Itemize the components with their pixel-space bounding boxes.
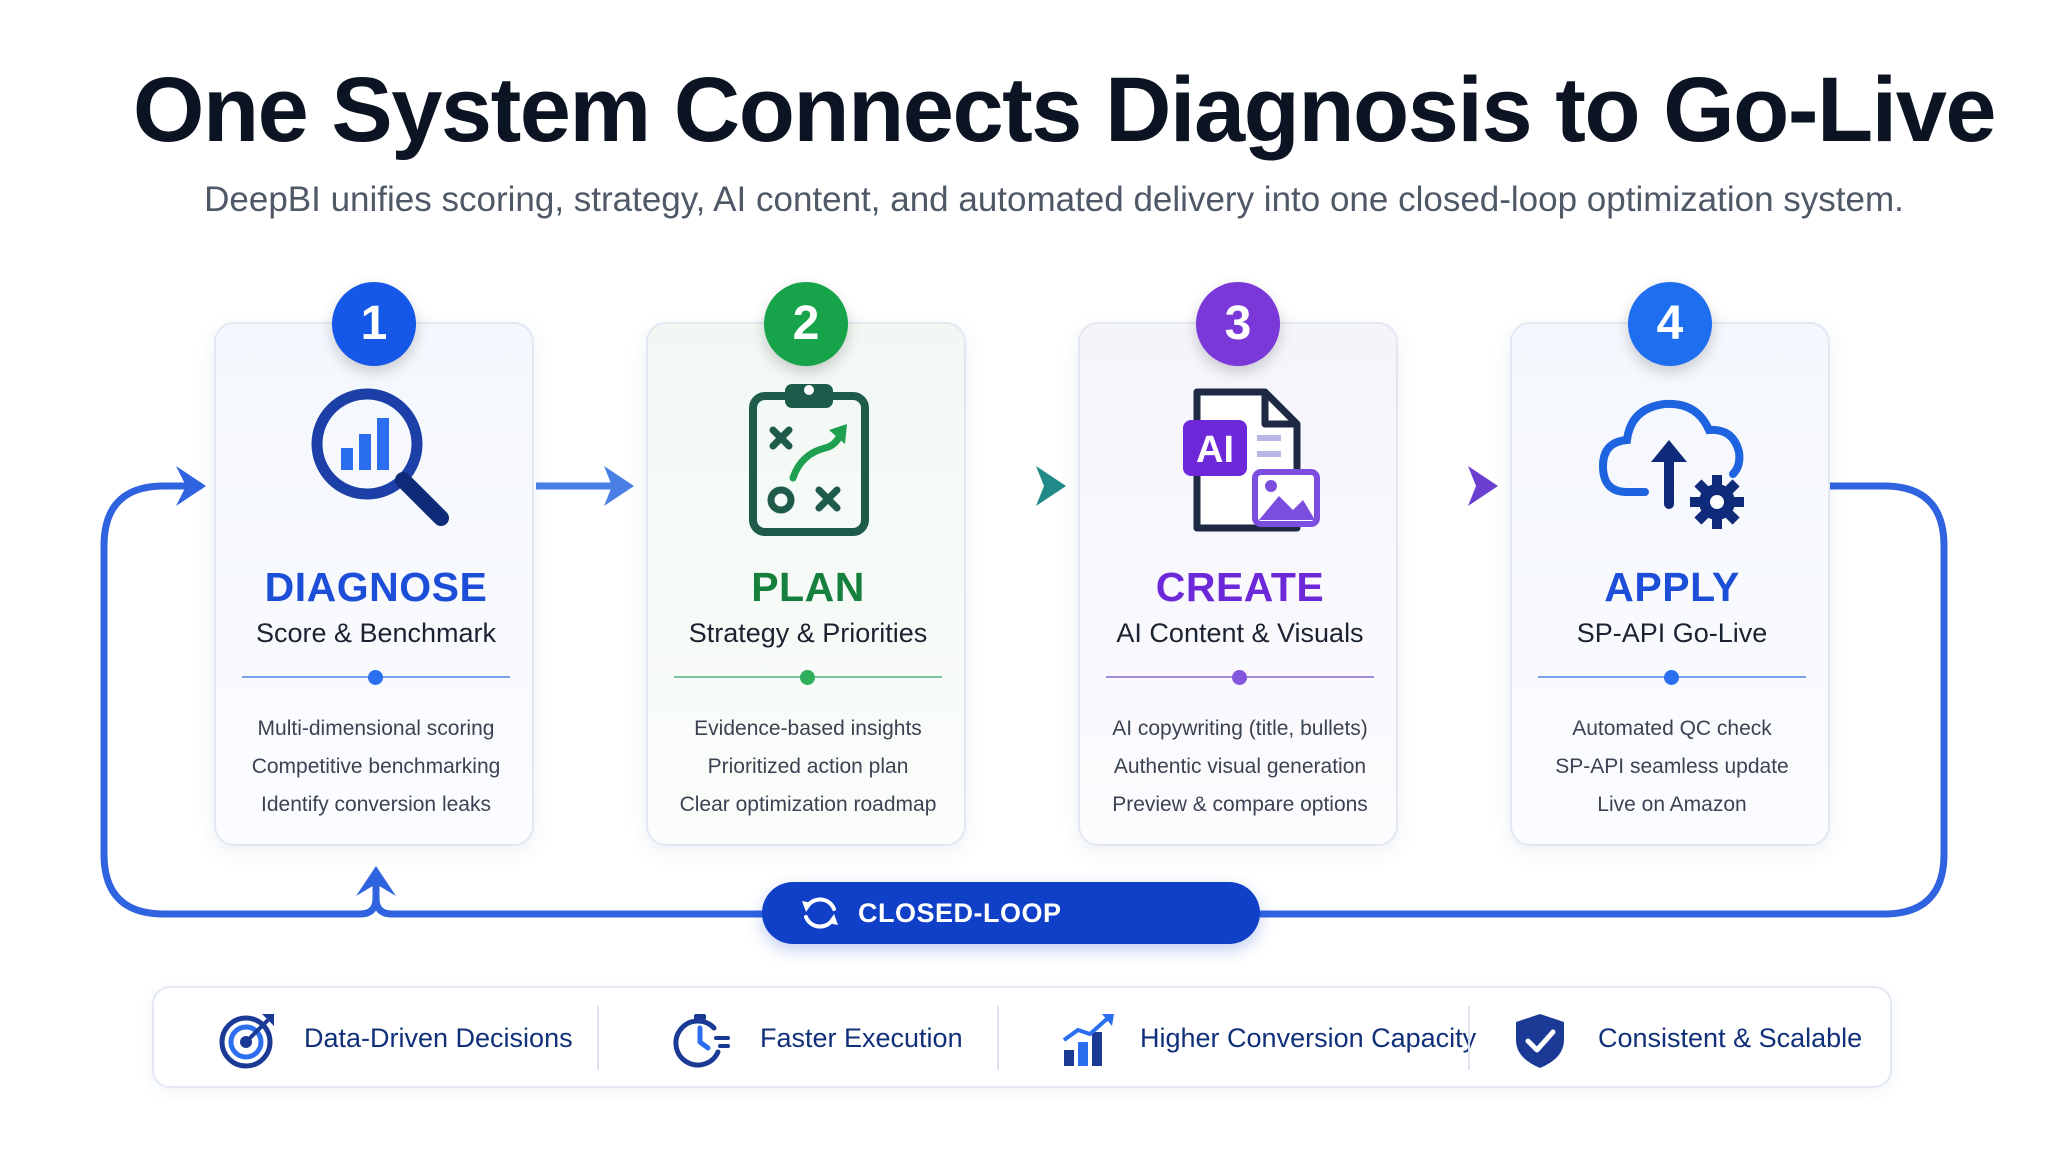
step-title: PLAN (751, 564, 865, 610)
refresh-icon (802, 897, 838, 929)
connector-arrow-1-2 (536, 466, 634, 506)
step-subtitle: SP-API Go-Live (1576, 618, 1768, 648)
growth-chart-icon (1062, 1014, 1114, 1066)
stopwatch-icon (673, 1014, 730, 1068)
step-subtitle: Strategy & Priorities (688, 618, 928, 648)
page-subtitle: DeepBI unifies scoring, strategy, AI con… (204, 180, 1904, 219)
loop-arrowhead-up (356, 866, 396, 896)
target-icon (219, 1014, 274, 1069)
step-feature-list: AI copywriting (title, bullets) Authenti… (1080, 710, 1400, 824)
loop-line-bottom (372, 482, 1948, 918)
step-divider-dot (1232, 670, 1247, 685)
step-card-plan: 2 PLAN Strategy & Priorities Evidence-ba… (646, 282, 968, 846)
step-number-badge: 4 (1628, 282, 1712, 366)
step-subtitle: AI Content & Visuals (1116, 618, 1364, 648)
benefit-label: Consistent & Scalable (1598, 1023, 1863, 1053)
benefit-label: Data-Driven Decisions (304, 1023, 573, 1053)
step-divider-dot (368, 670, 383, 685)
connector-arrow-3-4 (1398, 466, 1498, 506)
list-item: Evidence-based insights (694, 717, 922, 740)
step-divider-dot (1664, 670, 1679, 685)
connector-arrow-2-3 (966, 466, 1066, 506)
list-item: Live on Amazon (1597, 793, 1747, 816)
benefits-bar: Data-Driven Decisions Faster Execution H… (152, 986, 1892, 1088)
list-item: Clear optimization roadmap (679, 793, 937, 816)
step-card-apply: 4 APPLY SP-API Go-Live Automated QC chec… (1510, 282, 1832, 846)
step-divider-dot (800, 670, 815, 685)
list-item: Automated QC check (1572, 717, 1772, 740)
loop-line (100, 482, 380, 918)
list-item: Identify conversion leaks (261, 793, 491, 816)
benefit-label: Higher Conversion Capacity (1140, 1023, 1477, 1053)
list-item: Multi-dimensional scoring (257, 717, 495, 740)
step-feature-list: Automated QC check SP-API seamless updat… (1512, 710, 1832, 824)
shield-check-icon (1516, 1014, 1564, 1068)
step-feature-list: Multi-dimensional scoring Competitive be… (216, 710, 536, 824)
step-title: APPLY (1604, 564, 1740, 610)
closed-loop-badge: CLOSED-LOOP OPTIMIZATION (762, 882, 1260, 990)
page-title: One System Connects Diagnosis to Go-Live (132, 59, 1997, 161)
list-item: Preview & compare options (1112, 793, 1368, 816)
divider (597, 1006, 599, 1070)
divider (1468, 1006, 1470, 1070)
divider (997, 1006, 999, 1070)
benefit-label: Faster Execution (760, 1023, 963, 1053)
list-item: Competitive benchmarking (251, 755, 501, 778)
cloud-upload-gear-icon (1512, 374, 1832, 544)
list-item: Authentic visual generation (1113, 755, 1367, 778)
ai-document-image-icon: AI (1080, 374, 1400, 544)
loop-arrowhead-right (176, 466, 206, 506)
magnifier-chart-icon (216, 374, 536, 544)
step-card-create: 3 AI CREATE AI Content & Visuals AI copy… (1078, 282, 1400, 846)
svg-text:AI: AI (1196, 429, 1234, 471)
step-number-badge: 2 (764, 282, 848, 366)
step-number-badge: 3 (1196, 282, 1280, 366)
step-number-badge: 1 (332, 282, 416, 366)
step-title: CREATE (1155, 564, 1325, 610)
step-subtitle: Score & Benchmark (255, 618, 497, 648)
step-feature-list: Evidence-based insights Prioritized acti… (648, 710, 968, 824)
list-item: Prioritized action plan (707, 755, 909, 778)
step-card-diagnose: 1 DIAGNOSE Score & Benchmark Multi-dimen… (214, 282, 536, 846)
step-title: DIAGNOSE (264, 564, 488, 610)
clipboard-strategy-icon (648, 374, 968, 544)
list-item: AI copywriting (title, bullets) (1112, 717, 1368, 740)
closed-loop-label: CLOSED-LOOP OPTIMIZATION (858, 898, 1062, 990)
list-item: SP-API seamless update (1555, 755, 1789, 778)
